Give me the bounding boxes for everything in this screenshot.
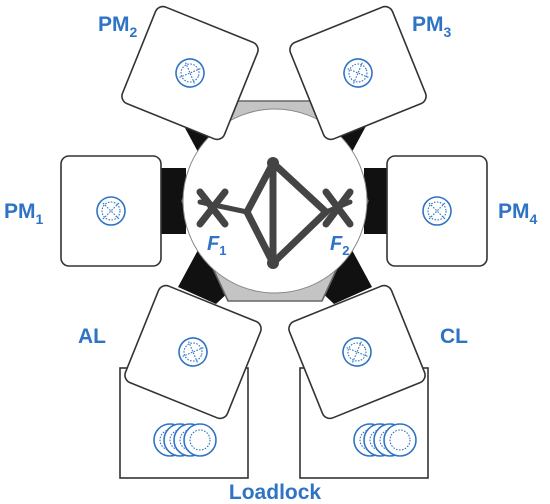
chamber-pm4 [386,155,488,267]
label-pm2: PM2 [98,13,138,40]
wafer-icon [343,58,373,88]
chamber-pm3 [289,5,427,141]
wafer-icon [342,337,372,367]
chamber-pm2 [121,5,259,141]
wafer-icon [422,196,452,226]
wafer-icon [175,58,205,88]
robot-f2-label: F2 [330,233,349,258]
label-pm3: PM3 [412,13,452,40]
robot-joint-top [267,157,279,169]
label-pm1: PM1 [4,200,44,227]
chamber-pm1 [60,155,162,267]
chamber-cl [288,284,426,420]
loadlock-right-wafer-stack [353,423,417,457]
robot-joint-bottom [267,257,279,269]
wafer-icon [96,196,126,226]
wafer-icon [178,337,208,367]
label-pm4: PM4 [498,200,538,227]
label-al: AL [78,325,106,348]
end-effector-f1 [196,188,229,228]
end-effector-f2 [322,188,354,228]
connector-cl [300,250,372,304]
label-cl: CL [440,325,468,348]
loadlock-left-wafer-stack [153,423,217,457]
connector-al [178,250,250,304]
robot-joints [267,157,279,269]
chamber-al [124,284,262,420]
robot-f1-label: F1 [207,233,226,258]
label-loadlock: Loadlock [229,481,322,504]
